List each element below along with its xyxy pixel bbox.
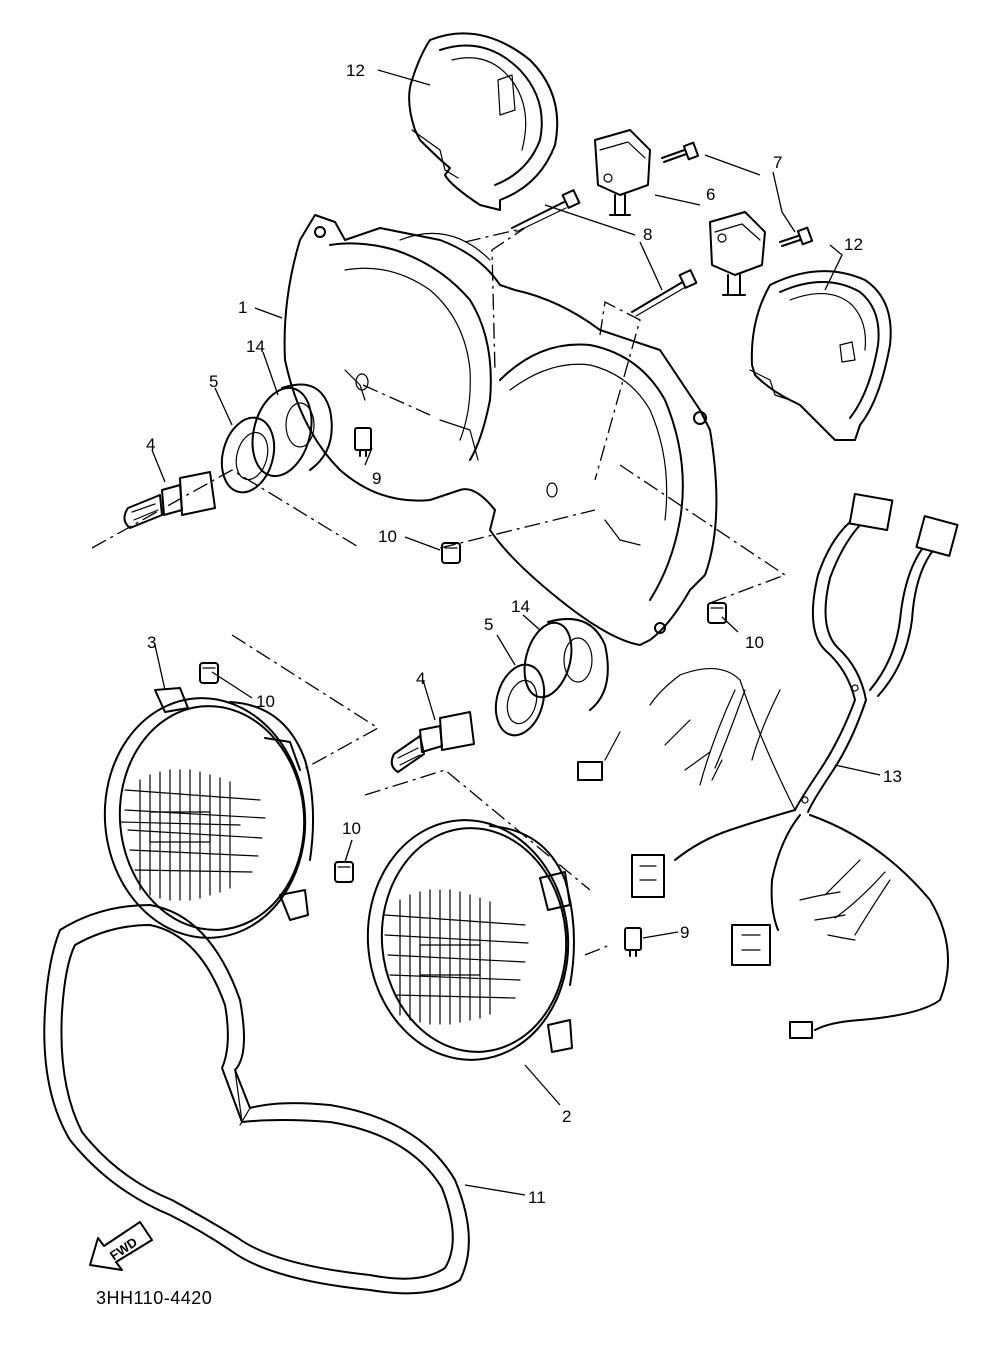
headlight-unit-right — [366, 819, 575, 1061]
callout-12-right: 12 — [844, 235, 863, 254]
grommet-a — [441, 542, 461, 564]
callout-14-top: 14 — [246, 337, 265, 356]
callout-5-top: 5 — [209, 372, 218, 391]
screw-upper — [661, 141, 700, 163]
callout-6: 6 — [706, 185, 715, 204]
callout-9-bottom: 9 — [680, 923, 689, 942]
callout-10-a: 10 — [378, 527, 397, 546]
grommet-d — [334, 861, 354, 883]
lens-pattern-right — [384, 889, 529, 1025]
callout-2: 2 — [562, 1107, 571, 1126]
callout-9-top: 9 — [372, 469, 381, 488]
rim-cover-upper — [408, 32, 559, 211]
rim-cover-right — [749, 270, 892, 441]
clip-lower — [624, 927, 642, 957]
phantom-lines — [91, 227, 787, 956]
bulb-socket-ring-upper — [251, 383, 333, 478]
screw-lower — [779, 226, 814, 247]
grommet-c — [199, 662, 219, 684]
headlight-housing — [283, 214, 718, 646]
callout-13: 13 — [883, 767, 902, 786]
wiring-harness — [577, 492, 959, 1039]
callout-7: 7 — [773, 153, 782, 172]
bulb-retainer-lower — [494, 663, 546, 737]
leader-lines — [151, 69, 881, 1196]
diagram-code: 3HH110-4420 — [96, 1288, 213, 1308]
lens-pattern-left — [119, 769, 266, 901]
clip-upper — [354, 427, 372, 457]
grommet-b — [707, 602, 727, 624]
bulb-socket-ring-lower — [523, 617, 609, 711]
callout-10-c: 10 — [256, 692, 275, 711]
adjuster-bracket-lower — [709, 211, 766, 296]
callout-8: 8 — [643, 225, 652, 244]
headlight-unit-left — [103, 687, 315, 939]
callout-11: 11 — [528, 1188, 546, 1207]
callout-5-bottom: 5 — [484, 615, 493, 634]
callout-10-b: 10 — [745, 633, 764, 652]
callout-4-bottom: 4 — [416, 669, 425, 688]
fwd-label: FWD — [107, 1234, 140, 1263]
adjust-bolt-lower — [631, 269, 698, 317]
callout-4-top: 4 — [146, 435, 155, 454]
callout-3: 3 — [147, 633, 156, 652]
fwd-arrow-icon: FWD — [89, 1221, 153, 1271]
callout-labels: 12 7 6 8 12 1 14 5 4 9 10 10 3 10 5 14 4… — [146, 61, 902, 1207]
adjust-bolt-upper — [511, 189, 581, 233]
callout-1: 1 — [238, 298, 247, 317]
bulb-retainer-upper — [220, 416, 276, 494]
headlight-bezel — [43, 904, 470, 1295]
callout-12-top: 12 — [346, 61, 365, 80]
callout-14-bottom: 14 — [511, 597, 530, 616]
bulb-upper — [123, 471, 216, 529]
callout-10-d: 10 — [342, 819, 361, 838]
bulb-lower — [390, 711, 475, 773]
adjuster-bracket-upper — [594, 129, 651, 216]
